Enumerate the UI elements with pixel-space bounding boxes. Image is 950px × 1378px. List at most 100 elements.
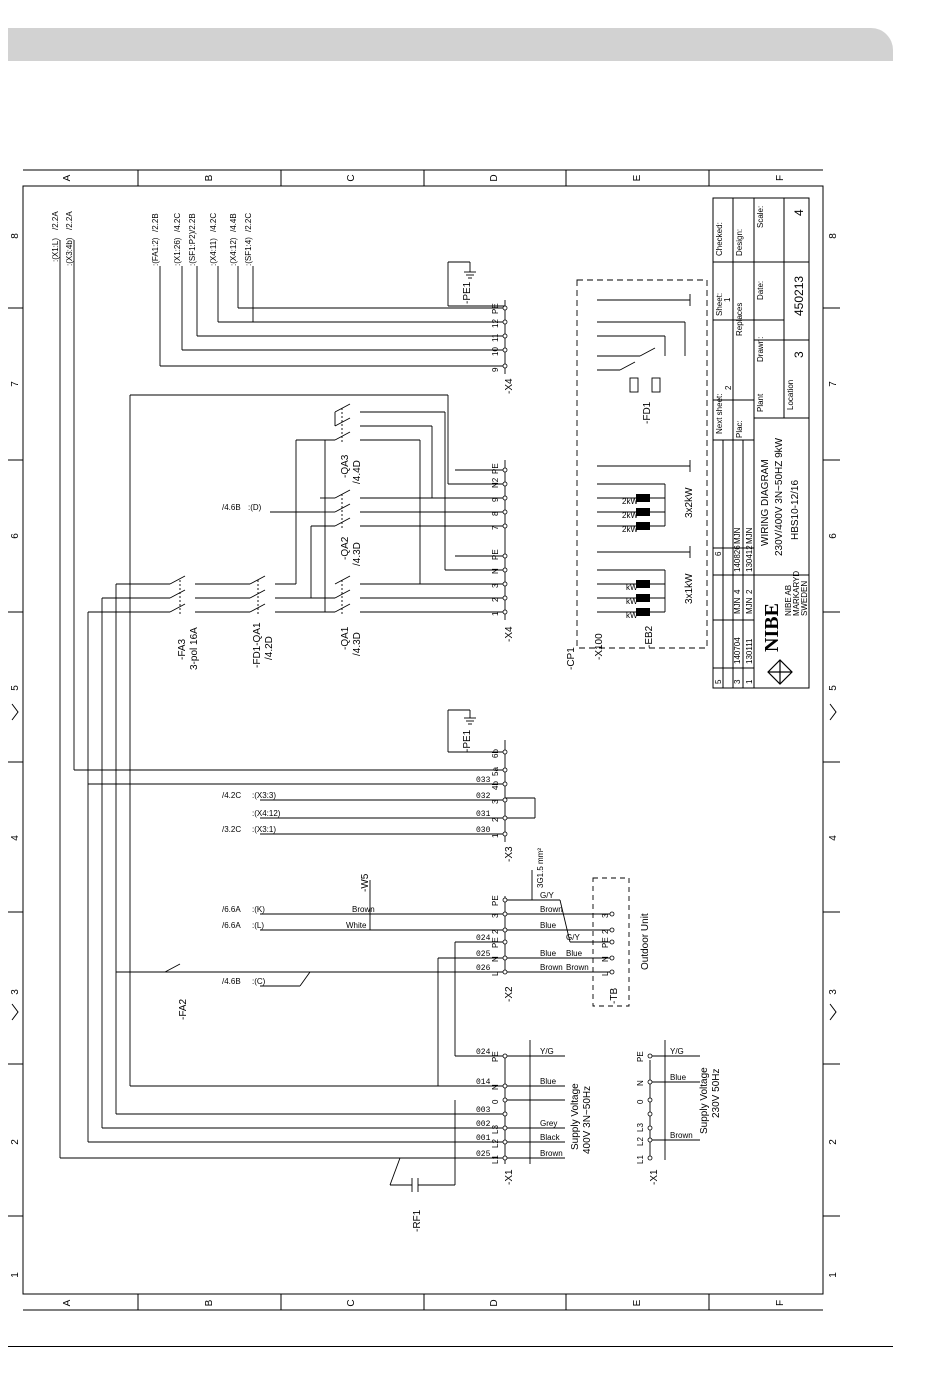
x3-pin-1: 1: [491, 833, 500, 838]
column-label-b: B: [204, 174, 215, 181]
eb2-group-2kw: 3x2kW: [684, 487, 695, 518]
x2-pin-pe2: PE: [491, 895, 500, 906]
heater-label-2: kW: [626, 597, 638, 606]
rev-3-by: MJN: [733, 597, 742, 614]
x1-alt-pin-l1: L1: [636, 1155, 645, 1164]
tb-label-design: Design:: [735, 229, 744, 256]
outdoor-unit-label: Outdoor Unit: [640, 913, 651, 970]
x1-wire-brown: Brown: [540, 1149, 563, 1158]
x3-label: -X3: [504, 846, 515, 862]
ref-top-x3: :(X3:4b): [65, 237, 74, 266]
tb-next-sheet-value: 2: [724, 385, 733, 390]
column-label-f: F: [775, 175, 786, 181]
ref-k: :(K): [252, 905, 265, 914]
cp1-enclosure: [576, 279, 708, 649]
tb-label-scale: Scale:: [756, 206, 765, 228]
tb-wire-blue: Blue: [566, 949, 583, 958]
heater-label-6: 2kW: [622, 525, 638, 534]
x1-alt-pin-l2: L2: [636, 1137, 645, 1146]
column-label-a: A: [62, 174, 73, 181]
ref-top-x4-12-page: /4.4B: [229, 213, 238, 232]
x1-pin-0: 0: [491, 1099, 500, 1104]
x1-alt-pin-l3: L3: [636, 1123, 645, 1132]
row-label-2-right: 2: [828, 1139, 839, 1145]
x4-pin-n2: N2: [491, 477, 500, 488]
ref-x3-1: :(X3:1): [252, 825, 276, 834]
column-label-f-bottom: F: [775, 1300, 786, 1306]
x4-pin-3: 3: [491, 583, 500, 588]
ref-x4-12: :(X4:12): [252, 809, 281, 818]
row-label-5: 5: [10, 685, 21, 691]
rf1-label: -RF1: [412, 1209, 423, 1232]
x1-wire-yg: Y/G: [540, 1047, 554, 1056]
fd1-qa1-label: -FD1-QA1: [252, 622, 263, 668]
x2-wire-blue: Blue: [540, 949, 557, 958]
x1-num-3: 002: [476, 1120, 491, 1129]
x1-wire-black: Black: [540, 1133, 561, 1142]
ref-c: :(C): [252, 977, 266, 986]
x2-pin-l: L: [491, 971, 500, 976]
w5-wire-brown: Brown: [352, 905, 375, 914]
x4-top-pin-pe: PE: [491, 303, 500, 314]
fa2-label: -FA2: [178, 998, 189, 1020]
tb-sheet-count: 4: [792, 209, 806, 216]
tb-label-drawn: Drawn:: [756, 337, 765, 362]
ref-top-x4-11-page: /4.2C: [209, 213, 218, 232]
rev-5-no: 5: [714, 679, 723, 684]
rev-1-by: MJN: [745, 597, 754, 614]
x1-alt-wire-brown: Brown: [670, 1131, 693, 1140]
tb-label-date: Date:: [756, 281, 765, 300]
x1-pin-n: N: [491, 1084, 500, 1090]
x3-pin-2: 2: [491, 817, 500, 822]
x2-num-1: 026: [476, 964, 491, 973]
column-label-a-bottom: A: [62, 1299, 73, 1306]
x1-wire-blue: Blue: [540, 1077, 557, 1086]
page-header-bar: [8, 28, 893, 61]
x4-label-top: -X4: [504, 378, 515, 394]
w5-wire-white: White: [346, 921, 367, 930]
x1-pin-l2: L2: [491, 1139, 500, 1148]
x4-pin-7: 7: [491, 525, 500, 530]
cable-spec: 3G1.5 mm²: [536, 848, 545, 888]
rev-1-no: 1: [745, 679, 754, 684]
tb-wire-brown2: Brown: [540, 905, 563, 914]
supply-voltage-label: Supply Voltage: [570, 1083, 581, 1150]
tb-label-place: Plac:: [735, 420, 744, 438]
heater-label-5: 2kW: [622, 511, 638, 520]
x2-wire-gy: G/Y: [540, 891, 554, 900]
ref-top-sf1-4-page: /2.2C: [244, 213, 253, 232]
rev-2-date: 130412: [745, 545, 754, 572]
qa2-label: -QA2: [340, 536, 351, 560]
x1-pin-l3: L3: [491, 1125, 500, 1134]
rev-2-no: 2: [745, 589, 754, 594]
x3-pin-5a: 5a: [491, 767, 500, 776]
x1-label: -X1: [504, 1169, 515, 1185]
x4-top-pin-9: 9: [491, 367, 500, 372]
pe1-mid-label: -PE1: [462, 729, 473, 752]
tb-product: HBS10-12/16: [790, 480, 801, 540]
company-line-3: SWEDEN: [800, 581, 809, 616]
x1-wire-grey: Grey: [540, 1119, 557, 1128]
fd1-qa1-ref: /4.2D: [264, 636, 275, 660]
column-label-e: E: [632, 174, 643, 181]
fa3-label: -FA3: [177, 638, 188, 660]
rev-4-by: MJN: [733, 527, 742, 544]
company-line-2: MARKARYD: [792, 571, 801, 616]
x1-alt-pin-n: N: [636, 1080, 645, 1086]
tb-label-sheet: Sheet:: [715, 293, 724, 316]
heater-label-3: kW: [626, 611, 638, 620]
column-label-c: C: [346, 174, 357, 181]
x4-pin-pe2: PE: [491, 463, 500, 474]
w5-label: -W5: [360, 873, 371, 892]
ref-top-sf1-p2: :(SF1:P2): [188, 231, 197, 266]
x4-label-bottom: -X4: [504, 626, 515, 642]
tb-label-location: Location: [786, 380, 795, 410]
heater-elements: [636, 494, 650, 616]
x3-pin-4b: 4b: [491, 781, 500, 790]
cp1-label: -CP1: [566, 647, 577, 670]
supply-voltage-value: 400V 3N~50Hz: [582, 1086, 593, 1154]
x4-top-pin-11: 11: [491, 333, 500, 342]
terminal-points: [502, 305, 653, 1161]
x3-num-3: 032: [476, 792, 491, 801]
x1-num-1: 025: [476, 1150, 491, 1159]
